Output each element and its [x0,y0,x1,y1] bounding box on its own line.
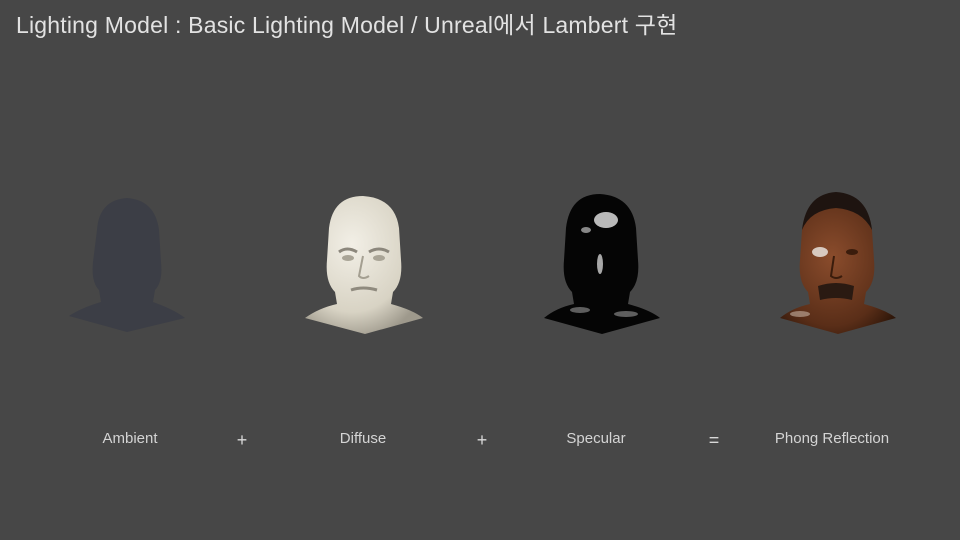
phong-reflection-label: Phong Reflection [774,430,890,447]
diffuse-label: Diffuse [339,430,387,447]
phong-head-image [776,190,896,340]
ambient-head-image [67,190,187,340]
ambient-label: Ambient [102,430,158,447]
diffuse-head-image [303,190,423,340]
slide-title: Lighting Model : Basic Lighting Model / … [16,12,678,38]
plus-operator: + [236,430,248,450]
plus-operator: + [476,430,488,450]
equals-operator: = [708,430,720,450]
specular-head-image [540,190,660,340]
specular-label: Specular [566,430,626,447]
